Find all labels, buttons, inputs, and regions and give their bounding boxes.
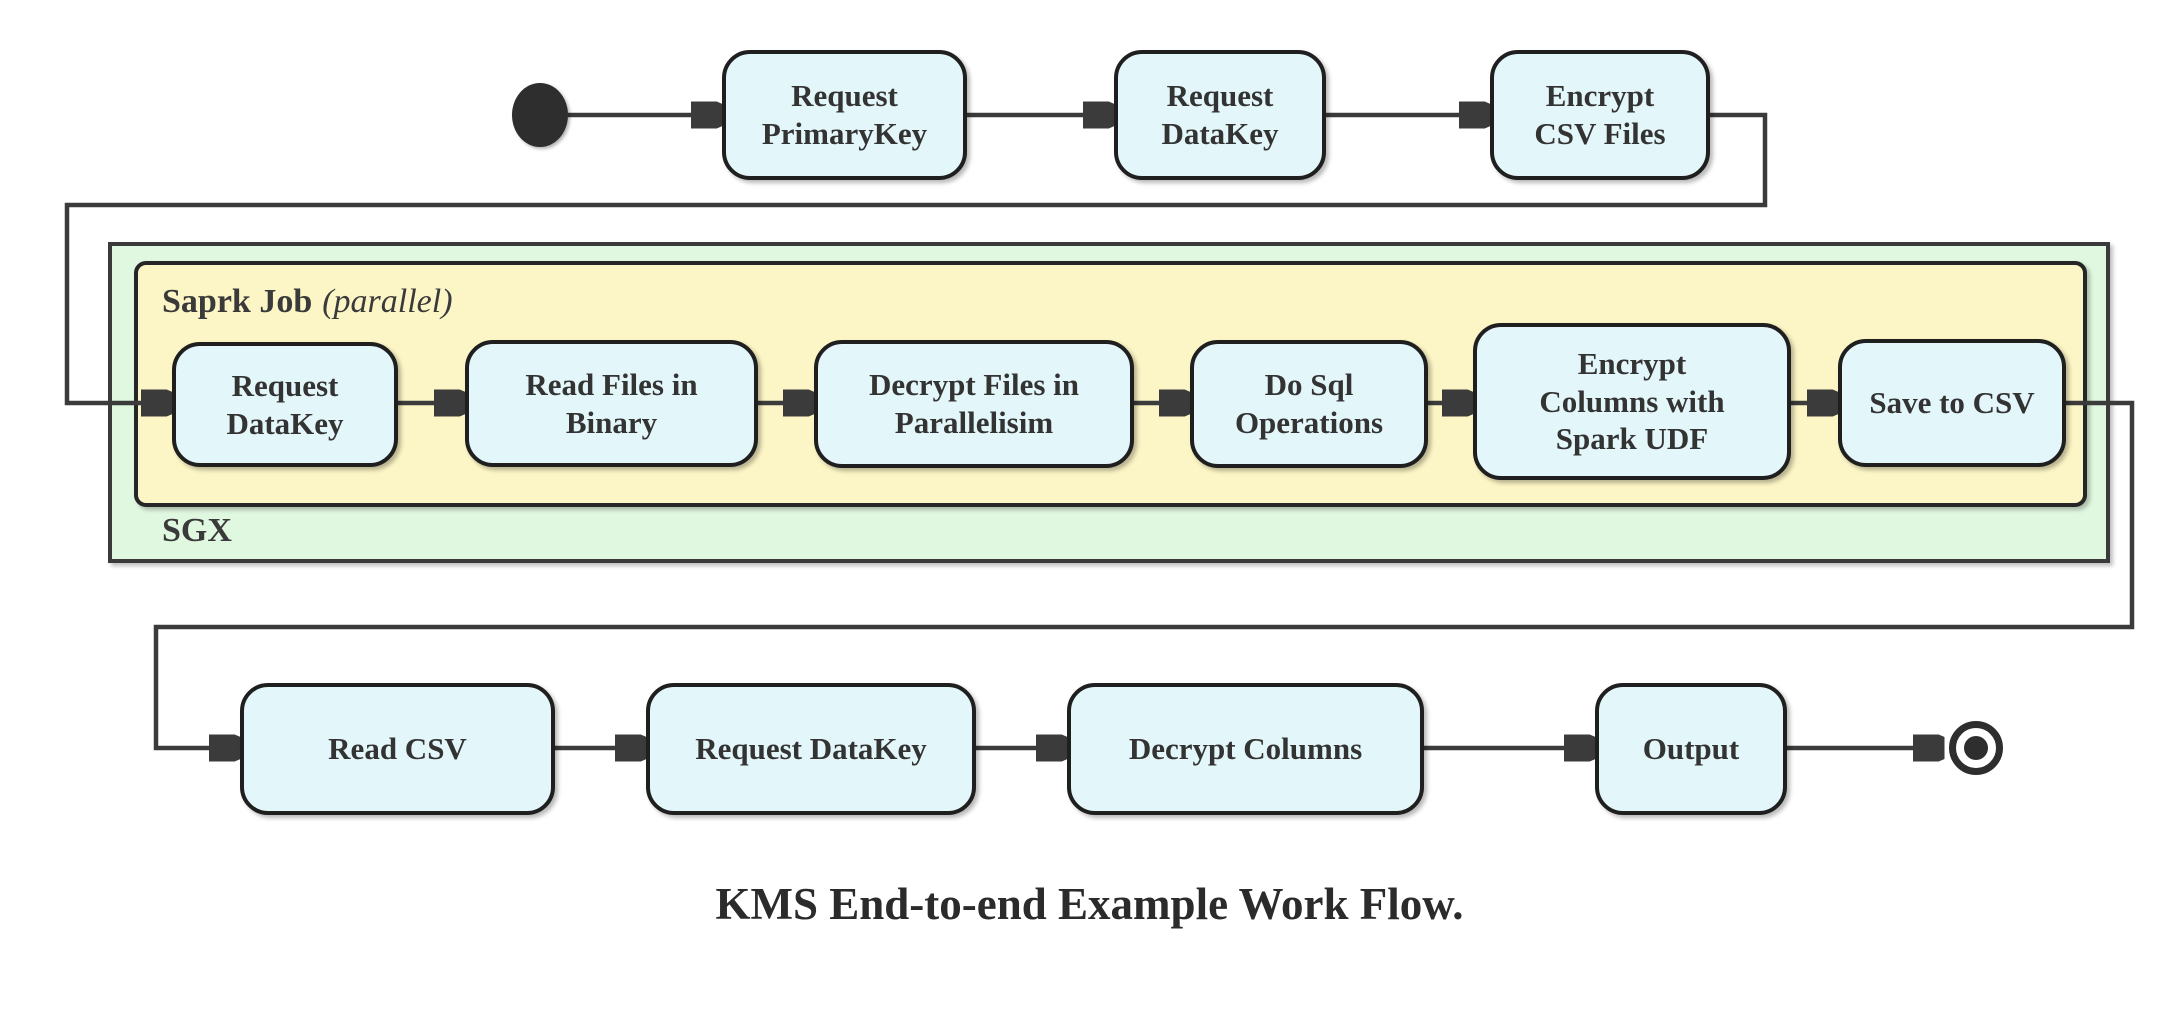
node-request-primarykey: Request PrimaryKey — [722, 50, 967, 180]
edge-save-csv-to-read-csv — [153, 400, 2135, 748]
start-node-circle — [512, 83, 568, 147]
node-request-datakey-bottom: Request DataKey — [646, 683, 976, 815]
diagram-title: KMS End-to-end Example Work Flow. — [715, 879, 1464, 929]
node-output: Output — [1595, 683, 1787, 815]
node-encrypt-csv-files: Encrypt CSV Files — [1490, 50, 1710, 180]
node-request-datakey-top: Request DataKey — [1114, 50, 1326, 180]
node-decrypt-columns: Decrypt Columns — [1067, 683, 1424, 815]
edge-encrypt-csv-to-sgx-request-datakey — [64, 112, 1768, 403]
spark-job-group-label: Saprk Job(parallel) — [162, 283, 453, 321]
sgx-group-label: SGX — [162, 512, 232, 549]
node-request-datakey-sgx: Request DataKey — [172, 342, 398, 467]
spark-job-parallel-annotation: (parallel) — [322, 283, 453, 320]
node-encrypt-columns-with-spark-udf: Encrypt Columns with Spark UDF — [1473, 323, 1791, 480]
end-node-circle — [1949, 721, 2003, 775]
node-read-files-in-binary: Read Files in Binary — [465, 340, 758, 467]
node-read-csv: Read CSV — [240, 683, 555, 815]
node-decrypt-files-in-parallelisim: Decrypt Files in Parallelisim — [814, 340, 1134, 468]
spark-job-label-text: Saprk Job — [162, 283, 313, 320]
node-save-to-csv: Save to CSV — [1838, 339, 2066, 467]
end-node-inner-dot — [1964, 736, 1988, 760]
node-do-sql-operations: Do Sql Operations — [1190, 340, 1428, 468]
